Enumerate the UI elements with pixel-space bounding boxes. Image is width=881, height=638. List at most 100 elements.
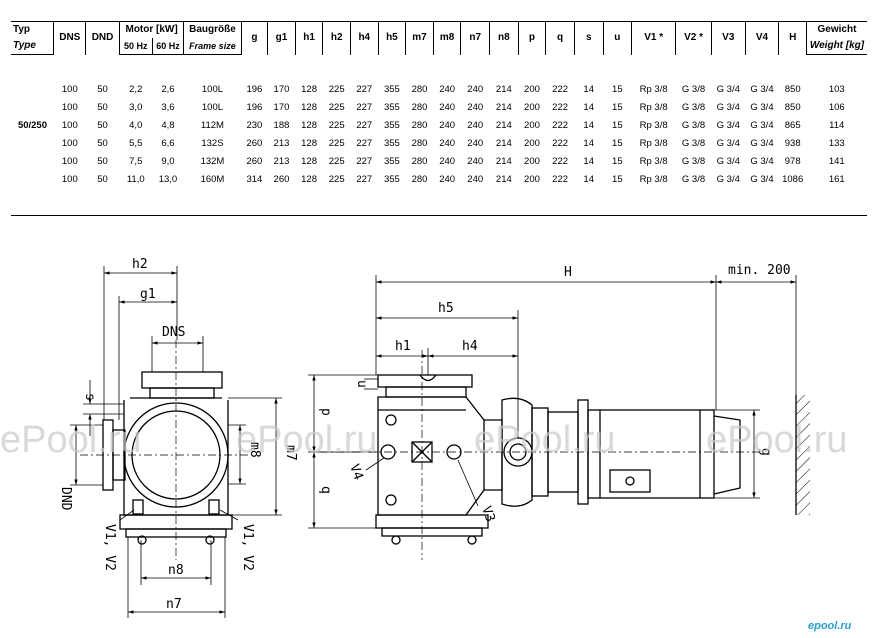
table-cell: 240 <box>439 138 456 149</box>
table-cell: 240 <box>467 84 484 95</box>
table-cell: 9,0 <box>161 156 175 167</box>
table-cell: 314 <box>246 174 263 185</box>
col-h1: h1 <box>294 21 323 55</box>
table-cell: 13,0 <box>158 174 178 185</box>
table-cell: 100 <box>61 102 78 113</box>
label-q: q <box>318 486 333 494</box>
table-cell: 50 <box>97 174 108 185</box>
table-header-row: Typ DNS DND Motor [kW] Baugröße g g1 h1 … <box>11 21 867 55</box>
watermark: ePool.ru ePool.ru ePool.ru ePool.ru <box>0 419 848 461</box>
table-cell: 222 <box>552 84 569 95</box>
table-cell: 260 <box>246 156 263 167</box>
col-g1: g1 <box>267 21 296 55</box>
label-H: H <box>564 265 572 280</box>
table-cell: 280 <box>411 84 428 95</box>
table-cell: G 3/4 <box>750 174 774 185</box>
label-v3: V3 <box>478 504 497 524</box>
table-cell: 865 <box>784 120 801 131</box>
table-cell: 214 <box>495 138 512 149</box>
table-cell: 227 <box>356 174 373 185</box>
table-cell: 214 <box>495 174 512 185</box>
table-cell: G 3/4 <box>750 84 774 95</box>
table-cell: 50 <box>97 138 108 149</box>
watermark-text-3: ePool.ru <box>474 419 616 461</box>
table-cell: 128 <box>301 84 317 95</box>
table-cell: 15 <box>612 102 623 113</box>
table-cell: 355 <box>383 84 400 95</box>
logo-text: epool.ru <box>808 620 852 632</box>
table-cell: 200 <box>524 84 540 95</box>
table-cell: 133 <box>828 138 845 149</box>
col-v2: V2 * <box>675 21 712 55</box>
table-cell: 227 <box>356 156 373 167</box>
table-cell: 355 <box>383 174 400 185</box>
table-cell: 14 <box>583 102 594 113</box>
table-cell: 170 <box>273 84 290 95</box>
table-cell: 240 <box>467 156 484 167</box>
table-cell: 196 <box>246 84 263 95</box>
col-weight: Weight [kg] <box>805 38 867 55</box>
col-v4: V4 <box>744 21 779 55</box>
label-m8: m8 <box>247 442 262 458</box>
table-cell: G 3/8 <box>681 174 706 185</box>
table-spacer-row <box>11 189 867 216</box>
front-view-centerlines <box>80 340 250 560</box>
col-n7: n7 <box>460 21 490 55</box>
table-cell: 938 <box>784 138 801 149</box>
table-cell: 15 <box>612 174 623 185</box>
label-min200: min. 200 <box>728 263 791 278</box>
col-u: u <box>602 21 632 55</box>
table-cell: 222 <box>552 120 569 131</box>
table-cell: 240 <box>439 102 456 113</box>
dimension-table: Typ DNS DND Motor [kW] Baugröße g g1 h1 … <box>11 21 867 216</box>
table-cell: 196 <box>246 102 263 113</box>
col-g: g <box>240 21 268 55</box>
table-cell: 225 <box>328 174 345 185</box>
table-cell: Rp 3/8 <box>639 138 668 149</box>
table-cell: 50 <box>97 84 108 95</box>
table-cell: G 3/8 <box>681 138 706 149</box>
table-cell: 240 <box>439 174 456 185</box>
table-cell: 132S <box>201 138 224 149</box>
table-cell: 260 <box>273 174 290 185</box>
table-cell: G 3/4 <box>716 120 740 131</box>
table-cell: G 3/4 <box>750 102 774 113</box>
label-h2: h2 <box>132 257 148 272</box>
table-cell: G 3/8 <box>681 156 706 167</box>
table-cell: 14 <box>583 120 594 131</box>
table-cell: 225 <box>328 156 345 167</box>
table-cell: 240 <box>467 174 484 185</box>
label-g1: g1 <box>140 287 156 302</box>
watermark-text-2: ePool.ru <box>236 419 378 461</box>
watermark-text-1: ePool.ru <box>0 419 142 461</box>
table-cell: 128 <box>301 120 317 131</box>
label-n7: n7 <box>166 597 182 612</box>
table-cell: 200 <box>524 156 540 167</box>
col-h2: h2 <box>322 21 351 55</box>
table-cell: 100 <box>61 138 78 149</box>
table-cell: 280 <box>411 174 428 185</box>
table-cell: 106 <box>828 102 845 113</box>
table-cell: 225 <box>328 120 345 131</box>
table-cell: 14 <box>583 84 594 95</box>
label-n8: n8 <box>168 563 184 578</box>
table-cell: 280 <box>411 156 428 167</box>
col-v3: V3 <box>710 21 746 55</box>
table-cell: 227 <box>356 138 373 149</box>
table-cell: G 3/8 <box>681 120 706 131</box>
table-cell: 280 <box>411 102 428 113</box>
table-cell: 222 <box>552 174 569 185</box>
table-cell: 114 <box>829 120 845 131</box>
col-50hz: 50 Hz <box>118 38 153 55</box>
table-cell: 214 <box>495 156 512 167</box>
table-cell: 240 <box>439 84 456 95</box>
table-cell: G 3/4 <box>750 120 774 131</box>
table-cell: Rp 3/8 <box>639 174 668 185</box>
table-cell: 128 <box>301 156 317 167</box>
watermark-text-4: ePool.ru <box>706 419 848 461</box>
